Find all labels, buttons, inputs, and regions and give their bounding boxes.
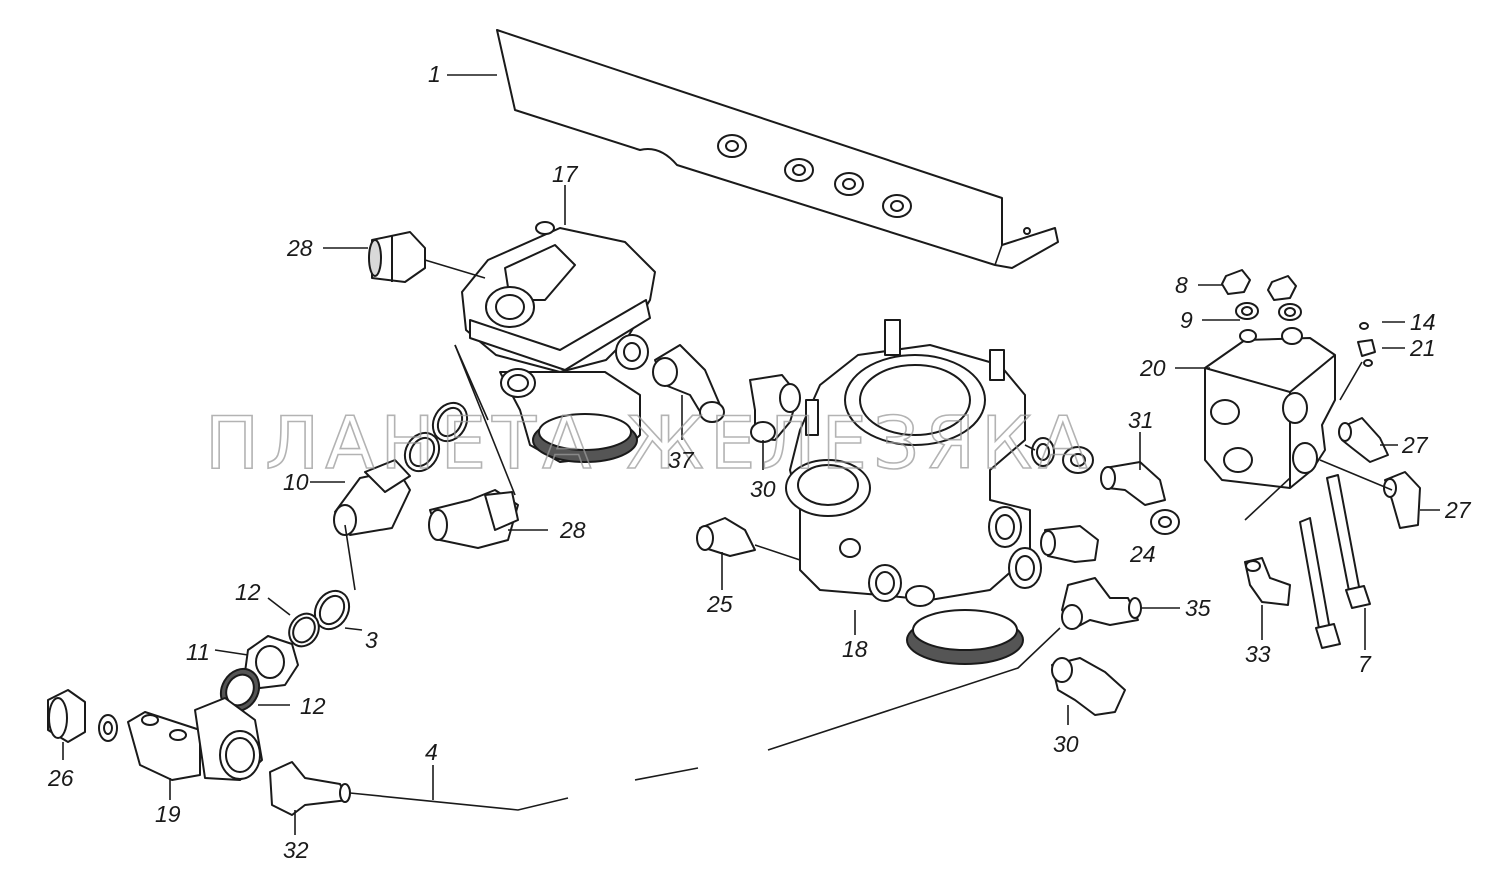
- callout-28-top: 28: [286, 235, 313, 261]
- callout-9: 9: [1180, 307, 1193, 333]
- callout-12-upper: 12: [235, 579, 261, 605]
- tee-part-35: [1061, 577, 1180, 630]
- callout-3: 3: [365, 627, 378, 653]
- o-ring-part-12-lower: [219, 667, 290, 713]
- callout-14: 14: [1410, 309, 1436, 335]
- callout-20: 20: [1139, 355, 1166, 381]
- callout-30-top: 30: [750, 476, 776, 502]
- connector-part-25: [696, 517, 801, 590]
- plug-part-26: [47, 689, 86, 760]
- connector-part-32: [269, 761, 351, 835]
- callout-18: 18: [842, 636, 868, 662]
- plug-part-21: [1357, 322, 1376, 367]
- callout-30-lower: 30: [1053, 731, 1079, 757]
- elbow-part-30-top: [749, 374, 801, 470]
- elbow-part-27-lower: [1319, 459, 1440, 529]
- callout-11: 11: [186, 639, 210, 665]
- callout-19: 19: [155, 801, 181, 827]
- callout-37: 37: [668, 447, 695, 473]
- fitting-right-18: [1040, 525, 1099, 563]
- block-part-20: [1204, 327, 1336, 489]
- washer-part-19-area: [98, 714, 118, 742]
- callout-12-lower: 12: [300, 693, 326, 719]
- nuts-part-8: [1221, 269, 1297, 301]
- valve-part-18: [785, 319, 1042, 665]
- callout-25: 25: [706, 591, 733, 617]
- o-rings-17: [403, 344, 489, 473]
- elbow-part-37: [652, 344, 725, 440]
- elbow-part-30-lower: [767, 627, 1126, 751]
- pipe-stub-part-10: [333, 459, 411, 536]
- callout-1: 1: [428, 61, 441, 87]
- leader-lines: [310, 74, 1405, 635]
- fitting-part-19: [127, 697, 263, 800]
- watermark: ПЛАНЕТА ЖЕЛЕЗЯКА: [205, 401, 1094, 485]
- elbow-part-27-upper: [1338, 361, 1398, 463]
- callout-27-lower: 27: [1444, 497, 1472, 523]
- callout-27-upper: 27: [1401, 432, 1429, 458]
- callout-labels: 1 17 28 10 37 28 30 31 24 8 9 20 14 21 2…: [47, 61, 1472, 863]
- callout-10: 10: [283, 469, 309, 495]
- nut-part-24: [1150, 509, 1180, 535]
- bolts-part-7: [1299, 474, 1371, 650]
- callout-24: 24: [1129, 541, 1156, 567]
- callout-17: 17: [552, 161, 579, 187]
- callout-35: 35: [1185, 595, 1211, 621]
- o-ring-part-3: [313, 524, 363, 631]
- callout-21: 21: [1409, 335, 1436, 361]
- bracket-part-1: [496, 29, 1059, 269]
- callout-28-lower: 28: [559, 517, 586, 543]
- elbow-part-28-lower: [428, 344, 548, 549]
- callout-26: 26: [47, 765, 74, 791]
- valve-part-17: [461, 221, 656, 463]
- callout-7: 7: [1358, 651, 1372, 677]
- washers-part-9: [1235, 302, 1302, 321]
- callout-8: 8: [1175, 272, 1188, 298]
- fitting-part-31: [1024, 432, 1166, 506]
- callout-4: 4: [425, 739, 438, 765]
- callout-31: 31: [1128, 407, 1154, 433]
- pipe-part-4: [349, 765, 699, 811]
- callout-32: 32: [283, 837, 309, 863]
- elbow-part-33: [1244, 477, 1291, 640]
- callout-33: 33: [1245, 641, 1271, 667]
- nut-part-11: [214, 635, 299, 689]
- o-ring-part-12-upper: [267, 597, 320, 648]
- fitting-part-28-top: [368, 231, 486, 283]
